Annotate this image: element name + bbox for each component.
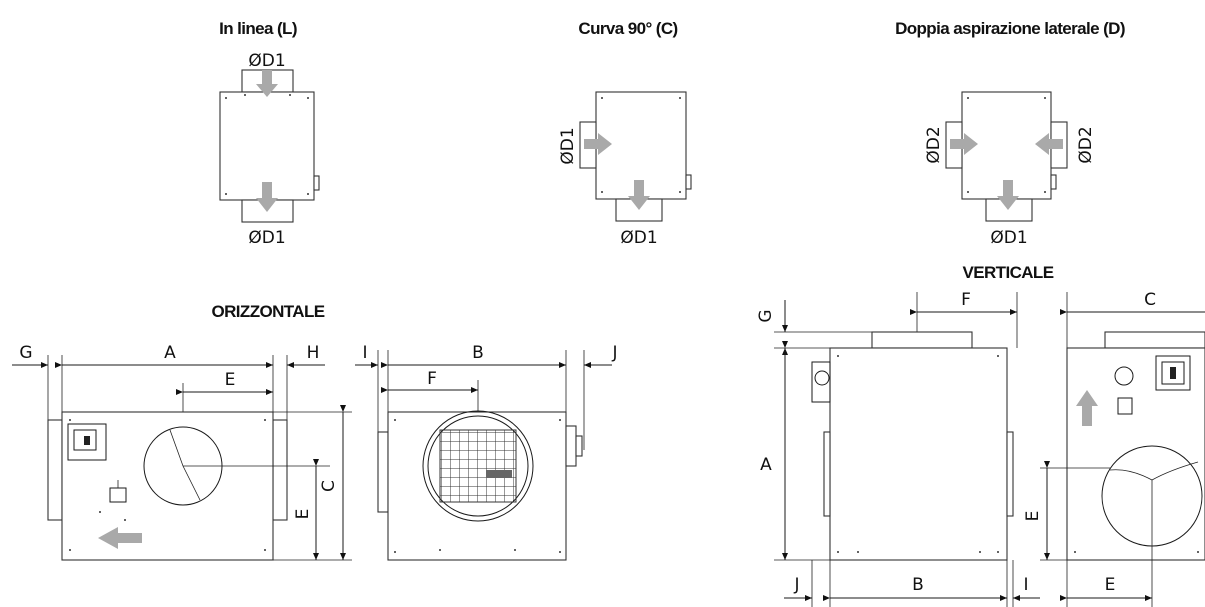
diagram-verticale-side: C E E — [1023, 290, 1205, 607]
title-orizzontale: ORIZZONTALE — [211, 302, 324, 321]
title-curva: Curva 90° (C) — [578, 19, 677, 38]
diagram-verticale-front: F G A J B I — [756, 290, 1040, 607]
airflow-arrow-icon — [997, 180, 1019, 210]
dim-label-e-vertical: E — [1023, 511, 1043, 522]
dim-label-f: F — [961, 290, 971, 310]
airflow-arrow-icon — [1035, 133, 1063, 155]
title-in-linea: In linea (L) — [219, 19, 297, 38]
dim-label-e: E — [1105, 575, 1116, 595]
dim-label-j: J — [793, 575, 799, 595]
airflow-arrow-icon — [628, 180, 650, 210]
label-d1-bottom: ØD1 — [620, 228, 657, 248]
dim-label-f: F — [427, 369, 437, 389]
airflow-arrow-icon — [584, 133, 612, 155]
dim-label-c: C — [1144, 290, 1156, 310]
dim-label-b: B — [912, 575, 924, 595]
label-d2-right: ØD2 — [1076, 126, 1096, 163]
diagram-orizzontale-front: I B J F — [355, 343, 618, 561]
diagram-curva: ØD1 ØD1 — [558, 91, 692, 248]
label-d1-side: ØD1 — [558, 127, 578, 164]
dim-label-c: C — [319, 480, 339, 492]
dim-label-b: B — [472, 343, 484, 363]
airflow-arrow-icon — [256, 182, 278, 212]
airflow-arrow-icon — [950, 133, 978, 155]
dim-label-e: E — [225, 370, 236, 390]
title-verticale: VERTICALE — [963, 263, 1054, 282]
diagram-orizzontale-side: G A H E C E — [12, 343, 352, 561]
diagram-in-linea: ØD1 ØD1 — [219, 51, 320, 248]
airflow-arrow-icon — [1076, 390, 1098, 426]
dim-label-g: G — [19, 343, 32, 363]
diagram-doppia: ØD2 ØD2 ØD1 — [924, 91, 1096, 248]
title-doppia: Doppia aspirazione laterale (D) — [895, 19, 1125, 38]
dim-label-e-vertical: E — [293, 509, 313, 520]
dim-label-g: G — [756, 309, 776, 322]
airflow-arrow-icon — [98, 527, 142, 549]
dim-label-h: H — [307, 343, 320, 363]
airflow-arrow-icon — [256, 70, 278, 97]
label-d1-top: ØD1 — [248, 51, 285, 71]
dim-label-a: A — [164, 343, 176, 363]
label-d1-bottom: ØD1 — [248, 228, 285, 248]
label-d1-bottom: ØD1 — [990, 228, 1027, 248]
label-d2-left: ØD2 — [924, 126, 944, 163]
dim-label-a: A — [760, 455, 772, 475]
dim-label-j: J — [611, 343, 617, 363]
dim-label-i: I — [362, 343, 367, 363]
dim-label-i: I — [1023, 575, 1028, 595]
